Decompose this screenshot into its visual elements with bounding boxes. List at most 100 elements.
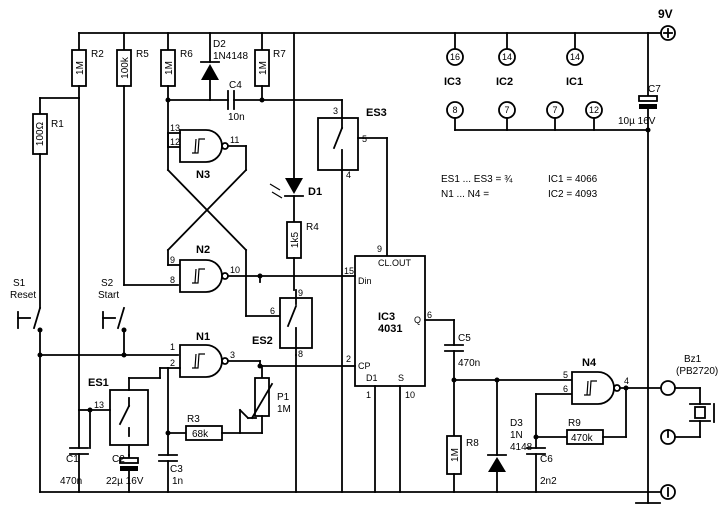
- svg-text:S1: S1: [13, 278, 26, 289]
- svg-text:1M: 1M: [164, 61, 175, 75]
- svg-text:68k: 68k: [192, 429, 209, 440]
- svg-text:6: 6: [270, 306, 275, 316]
- svg-text:5: 5: [362, 134, 367, 144]
- nand-gate-n3: 13 12 11 N3: [167, 123, 247, 181]
- svg-text:7: 7: [504, 105, 509, 115]
- svg-text:6: 6: [563, 384, 568, 394]
- svg-text:3: 3: [230, 350, 235, 360]
- svg-text:22µ 16V: 22µ 16V: [106, 476, 144, 487]
- svg-text:R1: R1: [51, 119, 64, 130]
- svg-text:C5: C5: [458, 333, 471, 344]
- svg-text:470n: 470n: [458, 358, 480, 369]
- resistor-r9: 470k R9: [535, 387, 627, 445]
- svg-text:10: 10: [230, 265, 240, 275]
- svg-text:N1: N1: [196, 331, 210, 343]
- svg-text:4: 4: [624, 376, 629, 386]
- svg-text:2: 2: [346, 354, 351, 364]
- capacitor-c2: C2 22µ 16V: [106, 454, 144, 493]
- svg-text:5: 5: [563, 370, 568, 380]
- ic3-shift-register: 9 CL.OUT 15 Din 2 CP 6 Q D1 S IC3 4031 1…: [341, 244, 455, 493]
- svg-text:C2: C2: [112, 454, 125, 465]
- svg-text:10: 10: [405, 390, 415, 400]
- resistor-r4: 1k5 R4: [286, 221, 319, 291]
- svg-text:IC1: IC1: [566, 76, 583, 88]
- svg-text:2n2: 2n2: [540, 476, 557, 487]
- svg-text:C3: C3: [170, 464, 183, 475]
- svg-text:IC2: IC2: [496, 76, 513, 88]
- resistor-r2: 1M R2: [39, 32, 104, 99]
- svg-text:IC3: IC3: [378, 311, 395, 323]
- svg-text:D1: D1: [366, 373, 378, 383]
- svg-text:N2: N2: [196, 244, 210, 256]
- nand-gate-n4: 5 6 4 N4: [563, 357, 662, 405]
- svg-text:8: 8: [298, 349, 303, 359]
- analog-switch-es3: 3 5 4 ES3: [317, 106, 388, 493]
- capacitor-c5: C5 470n: [444, 319, 573, 383]
- svg-text:ES3: ES3: [366, 107, 387, 119]
- led-d1: D1: [269, 32, 322, 223]
- note-line2-right: IC2 = 4093: [548, 189, 598, 200]
- svg-text:1n: 1n: [172, 476, 183, 487]
- svg-text:10n: 10n: [228, 112, 245, 123]
- svg-text:ES1: ES1: [88, 377, 109, 389]
- svg-text:11: 11: [230, 135, 239, 145]
- svg-text:N4: N4: [582, 357, 597, 369]
- svg-text:1M: 1M: [75, 61, 86, 75]
- svg-text:Din: Din: [358, 276, 372, 286]
- svg-text:R7: R7: [273, 49, 286, 60]
- pushbutton-s1: S1 Reset: [10, 278, 43, 493]
- diode-d3: D3 1N 4148: [487, 379, 533, 493]
- svg-text:1M: 1M: [450, 448, 461, 462]
- note-line2-left: N1 ... N4 =: [441, 189, 489, 200]
- supply-terminal: 9V: [647, 7, 676, 41]
- resistor-r8: 1M R8: [446, 379, 479, 493]
- note-line1-left: ES1 ... ES3 = ¾: [441, 174, 513, 185]
- resistor-r7: 1M R7: [254, 32, 343, 119]
- ground-rail: [39, 491, 664, 504]
- svg-text:9: 9: [298, 288, 303, 298]
- pushbutton-s2: S2 Start: [37, 278, 179, 358]
- capacitor-c1: C1 470n: [60, 409, 89, 493]
- nand-gate-n2: 9 8 10 N2: [170, 244, 343, 293]
- svg-text:R4: R4: [306, 222, 319, 233]
- svg-text:P1: P1: [277, 392, 290, 403]
- note-line1-right: IC1 = 4066: [548, 174, 598, 185]
- supply-voltage-label: 9V: [658, 7, 673, 21]
- resistor-r5: 100k R5: [116, 32, 179, 286]
- svg-text:CP: CP: [358, 361, 371, 371]
- cross-wires: [166, 146, 281, 317]
- svg-text:12: 12: [589, 105, 599, 115]
- svg-text:14: 14: [570, 52, 580, 62]
- analog-switch-es2: 9 6 8 ES2: [252, 288, 313, 493]
- notes: ES1 ... ES3 = ¾ IC1 = 4066 N1 ... N4 = I…: [441, 174, 598, 200]
- svg-text:3: 3: [333, 106, 338, 116]
- ground-terminal: [660, 484, 676, 500]
- svg-text:ES2: ES2: [252, 335, 273, 347]
- svg-text:D1: D1: [308, 186, 322, 198]
- svg-text:1: 1: [366, 390, 371, 400]
- svg-text:4031: 4031: [378, 323, 402, 335]
- svg-text:CL.OUT: CL.OUT: [378, 258, 412, 268]
- svg-text:2: 2: [170, 358, 175, 368]
- svg-text:R3: R3: [187, 414, 200, 425]
- svg-text:S: S: [398, 373, 404, 383]
- svg-text:8: 8: [170, 275, 175, 285]
- svg-text:R9: R9: [568, 418, 581, 429]
- svg-text:D2: D2: [213, 39, 226, 50]
- svg-text:100k: 100k: [120, 56, 131, 79]
- svg-text:C4: C4: [229, 80, 242, 91]
- capacitor-c3: C3 1n: [158, 432, 183, 493]
- svg-text:N3: N3: [196, 169, 210, 181]
- svg-text:Reset: Reset: [10, 290, 36, 301]
- svg-text:9: 9: [170, 255, 175, 265]
- svg-text:C6: C6: [540, 454, 553, 465]
- resistor-r3: 68k R3: [165, 414, 263, 441]
- svg-text:6: 6: [427, 310, 432, 320]
- svg-text:Q: Q: [414, 315, 421, 325]
- svg-text:Start: Start: [98, 290, 119, 301]
- svg-text:8: 8: [452, 105, 457, 115]
- svg-text:S2: S2: [101, 278, 114, 289]
- svg-text:7: 7: [552, 105, 557, 115]
- svg-text:9: 9: [377, 244, 382, 254]
